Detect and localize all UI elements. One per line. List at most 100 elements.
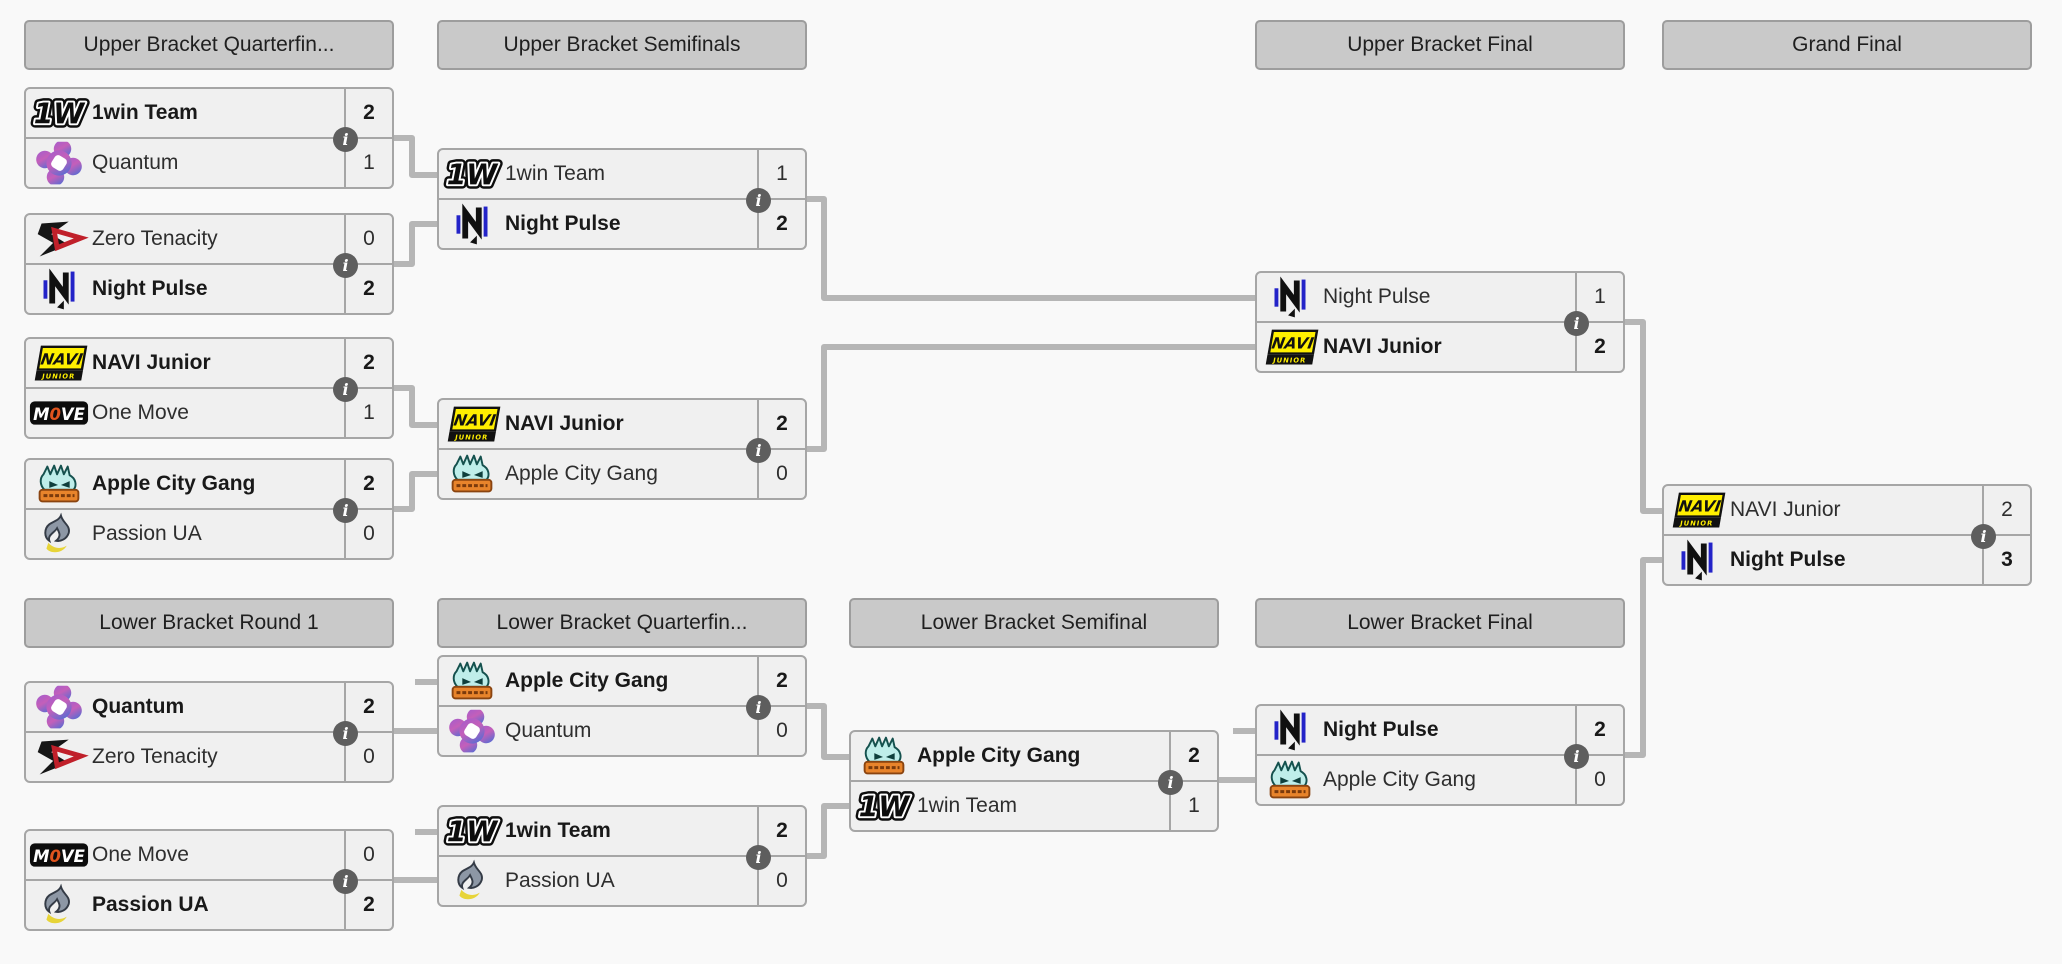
match-info-icon[interactable]: i xyxy=(333,377,358,402)
night-pulse-logo-icon[interactable] xyxy=(1257,707,1323,753)
team-name[interactable]: NAVI Junior xyxy=(1730,498,1841,521)
team-row[interactable]: 1win Team 2 xyxy=(439,807,805,857)
team-name[interactable]: Apple City Gang xyxy=(505,669,669,692)
match-info-icon[interactable]: i xyxy=(746,845,771,870)
team-name[interactable]: Apple City Gang xyxy=(917,744,1081,767)
one-move-logo-icon[interactable] xyxy=(26,390,92,436)
team-name[interactable]: NAVI Junior xyxy=(505,412,624,435)
apple-city-gang-logo-icon[interactable] xyxy=(1257,757,1323,803)
team-row[interactable]: Night Pulse 2 xyxy=(26,265,392,313)
navi-junior-logo-icon[interactable] xyxy=(439,401,505,447)
team-name[interactable]: One Move xyxy=(92,843,189,866)
team-row[interactable]: NAVI Junior 2 xyxy=(439,400,805,450)
night-pulse-logo-icon[interactable] xyxy=(26,266,92,312)
navi-junior-logo-icon[interactable] xyxy=(1664,487,1730,533)
team-row[interactable]: Passion UA 0 xyxy=(26,510,392,558)
1win-team-logo-icon[interactable] xyxy=(439,151,505,197)
match-info-icon[interactable]: i xyxy=(746,188,771,213)
team-name[interactable]: Passion UA xyxy=(92,522,202,545)
team-name[interactable]: 1win Team xyxy=(505,162,605,185)
one-move-logo-icon[interactable] xyxy=(26,832,92,878)
team-name[interactable]: One Move xyxy=(92,401,189,424)
team-name[interactable]: Zero Tenacity xyxy=(92,745,218,768)
match-info-icon[interactable]: i xyxy=(1158,770,1183,795)
team-row[interactable]: 1win Team 1 xyxy=(851,782,1217,830)
team-name[interactable]: Passion UA xyxy=(505,869,615,892)
apple-city-gang-logo-icon[interactable] xyxy=(439,658,505,704)
team-name[interactable]: NAVI Junior xyxy=(1323,335,1442,358)
team-row[interactable]: 1win Team 2 xyxy=(26,89,392,139)
team-row[interactable]: One Move 0 xyxy=(26,831,392,881)
team-name[interactable]: 1win Team xyxy=(505,819,611,842)
team-name[interactable]: Apple City Gang xyxy=(92,472,256,495)
team-row[interactable]: Passion UA 2 xyxy=(26,881,392,929)
team-name[interactable]: Apple City Gang xyxy=(1323,768,1476,791)
night-pulse-logo-icon[interactable] xyxy=(1257,274,1323,320)
match-info-icon[interactable]: i xyxy=(1564,311,1589,336)
team-row[interactable]: Night Pulse 2 xyxy=(1257,706,1623,756)
apple-city-gang-logo-icon[interactable] xyxy=(851,733,917,779)
match-info-icon[interactable]: i xyxy=(1564,744,1589,769)
team-row[interactable]: NAVI Junior 2 xyxy=(1257,323,1623,371)
match-info-icon[interactable]: i xyxy=(333,869,358,894)
team-row[interactable]: Quantum 2 xyxy=(26,683,392,733)
match-info-icon[interactable]: i xyxy=(333,498,358,523)
team-name[interactable]: Night Pulse xyxy=(505,212,621,235)
team-name[interactable]: Quantum xyxy=(92,151,179,174)
team-name[interactable]: Night Pulse xyxy=(92,277,208,300)
team-name[interactable]: NAVI Junior xyxy=(92,351,211,374)
team-row[interactable]: 1win Team 1 xyxy=(439,150,805,200)
zero-tenacity-logo-icon[interactable] xyxy=(26,734,92,780)
match-info-icon[interactable]: i xyxy=(333,127,358,152)
passion-ua-logo-icon[interactable] xyxy=(26,882,92,928)
zero-tenacity-logo-icon[interactable] xyxy=(26,216,92,262)
team-row[interactable]: Apple City Gang 2 xyxy=(851,732,1217,782)
team-name[interactable]: Night Pulse xyxy=(1323,718,1439,741)
apple-city-gang-logo-icon[interactable] xyxy=(439,451,505,497)
team-row[interactable]: NAVI Junior 2 xyxy=(1664,486,2030,536)
match-info-icon[interactable]: i xyxy=(333,253,358,278)
team-name[interactable]: Quantum xyxy=(505,719,592,742)
team-row[interactable]: Apple City Gang 0 xyxy=(439,450,805,498)
passion-ua-logo-icon[interactable] xyxy=(439,858,505,904)
team-name[interactable]: 1win Team xyxy=(917,794,1017,817)
team-name[interactable]: Night Pulse xyxy=(1323,285,1431,308)
team-name[interactable]: Passion UA xyxy=(92,893,209,916)
team-row[interactable]: Zero Tenacity 0 xyxy=(26,733,392,781)
match-info-icon[interactable]: i xyxy=(746,695,771,720)
team-row[interactable]: Night Pulse 2 xyxy=(439,200,805,248)
team-row[interactable]: Apple City Gang 0 xyxy=(1257,756,1623,804)
navi-junior-logo-icon[interactable] xyxy=(26,340,92,386)
night-pulse-logo-icon[interactable] xyxy=(439,201,505,247)
team-row[interactable]: Quantum 1 xyxy=(26,139,392,187)
team-name[interactable]: Night Pulse xyxy=(1730,548,1846,571)
match-info-icon[interactable]: i xyxy=(746,438,771,463)
team-name[interactable]: Zero Tenacity xyxy=(92,227,218,250)
quantum-logo-icon[interactable] xyxy=(26,140,92,186)
team-row[interactable]: Night Pulse 3 xyxy=(1664,536,2030,584)
apple-city-gang-logo-icon[interactable] xyxy=(26,461,92,507)
team-row[interactable]: One Move 1 xyxy=(26,389,392,437)
match-lb-r1-1: Quantum 2 Zero Tenacity 0 i xyxy=(24,681,394,783)
team-row[interactable]: Apple City Gang 2 xyxy=(439,657,805,707)
1win-team-logo-icon[interactable] xyxy=(26,90,92,136)
team-name[interactable]: 1win Team xyxy=(92,101,198,124)
team-row[interactable]: Zero Tenacity 0 xyxy=(26,215,392,265)
passion-ua-logo-icon[interactable] xyxy=(26,511,92,557)
1win-team-logo-icon[interactable] xyxy=(851,783,917,829)
match-info-icon[interactable]: i xyxy=(333,721,358,746)
team-name[interactable]: Apple City Gang xyxy=(505,462,658,485)
1win-team-logo-icon[interactable] xyxy=(439,808,505,854)
team-row[interactable]: Apple City Gang 2 xyxy=(26,460,392,510)
team-row[interactable]: Night Pulse 1 xyxy=(1257,273,1623,323)
team-row[interactable]: NAVI Junior 2 xyxy=(26,339,392,389)
night-pulse-logo-icon[interactable] xyxy=(1664,537,1730,583)
navi-junior-logo-icon[interactable] xyxy=(1257,324,1323,370)
team-row[interactable]: Passion UA 0 xyxy=(439,857,805,905)
team-row[interactable]: Quantum 0 xyxy=(439,707,805,755)
team-name[interactable]: Quantum xyxy=(92,695,185,718)
quantum-logo-icon[interactable] xyxy=(26,684,92,730)
match-info-icon[interactable]: i xyxy=(1971,524,1996,549)
quantum-logo-icon[interactable] xyxy=(439,708,505,754)
